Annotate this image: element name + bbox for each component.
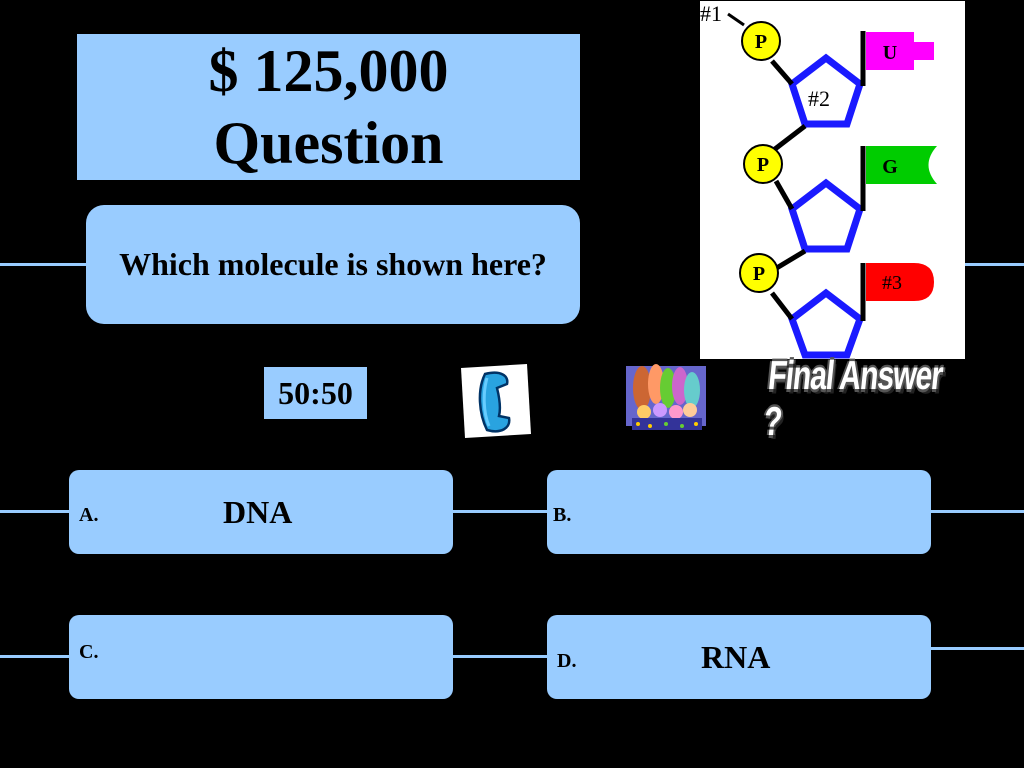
answer-line-right-bottom — [930, 647, 1024, 650]
answer-line-left-top — [0, 510, 69, 513]
base-3 — [866, 263, 934, 301]
fifty-fifty-lifeline[interactable]: 50:50 — [264, 367, 367, 419]
phone-a-friend-icon[interactable] — [457, 362, 533, 440]
question-box: Which molecule is shown here? — [86, 205, 580, 324]
base-u-label: U — [883, 42, 897, 64]
rna-diagram-svg: #1 #2 P P P U G #3 — [700, 1, 937, 359]
question-text: Which molecule is shown here? — [119, 246, 547, 282]
answer-line-mid-top — [453, 510, 547, 513]
question-line-left — [0, 263, 86, 266]
molecule-diagram: #1 #2 P P P U G #3 — [700, 1, 965, 359]
phosphate-2 — [743, 144, 783, 184]
answer-c-letter: C. — [79, 641, 99, 663]
prize-label: Question — [213, 110, 444, 176]
answer-c[interactable]: C. — [69, 615, 453, 699]
base-g — [866, 146, 937, 184]
phosphate-bond-1 — [770, 59, 794, 86]
phosphate-bond-2 — [773, 179, 795, 211]
answer-line-right-top — [930, 510, 1024, 513]
question-line-right — [965, 263, 1024, 266]
answer-line-left-bottom — [0, 655, 69, 658]
label-1-pointer — [727, 12, 745, 27]
backbone-bond-1 — [773, 124, 807, 151]
answer-b-letter: B. — [553, 504, 572, 526]
prize-amount: $ 125,000 — [208, 38, 449, 104]
final-answer-button[interactable]: Final Answer ? — [761, 354, 960, 444]
phosphate-label-1: P — [755, 31, 767, 53]
answer-d-letter: D. — [557, 650, 577, 672]
label-3: #3 — [882, 272, 902, 294]
answer-line-mid-bottom — [453, 655, 547, 658]
prize-title: $ 125,000 Question — [77, 34, 580, 180]
fifty-fifty-label: 50:50 — [278, 374, 353, 411]
label-1: #1 — [700, 1, 722, 26]
sugar-1 — [787, 53, 865, 128]
answer-a[interactable]: A. DNA — [69, 470, 453, 554]
backbone-bond-2 — [773, 248, 807, 272]
sugar-3 — [787, 288, 865, 359]
base-g-label: G — [882, 156, 898, 178]
answer-a-text: DNA — [223, 494, 293, 530]
phosphate-label-2: P — [757, 154, 769, 176]
answer-a-letter: A. — [79, 504, 99, 526]
answer-d-text: RNA — [701, 639, 771, 675]
phosphate-label-3: P — [753, 263, 765, 285]
answer-b[interactable]: B. — [547, 470, 931, 554]
phosphate-1 — [741, 21, 781, 61]
label-2: #2 — [808, 86, 830, 111]
final-answer-label: Final Answer ? — [761, 354, 945, 445]
ask-the-audience-icon[interactable] — [622, 358, 710, 434]
sugar-2 — [787, 178, 865, 253]
base-u — [866, 32, 934, 70]
answer-d[interactable]: D. RNA — [547, 615, 931, 699]
phosphate-3 — [739, 253, 779, 293]
phosphate-bond-3 — [770, 291, 794, 321]
